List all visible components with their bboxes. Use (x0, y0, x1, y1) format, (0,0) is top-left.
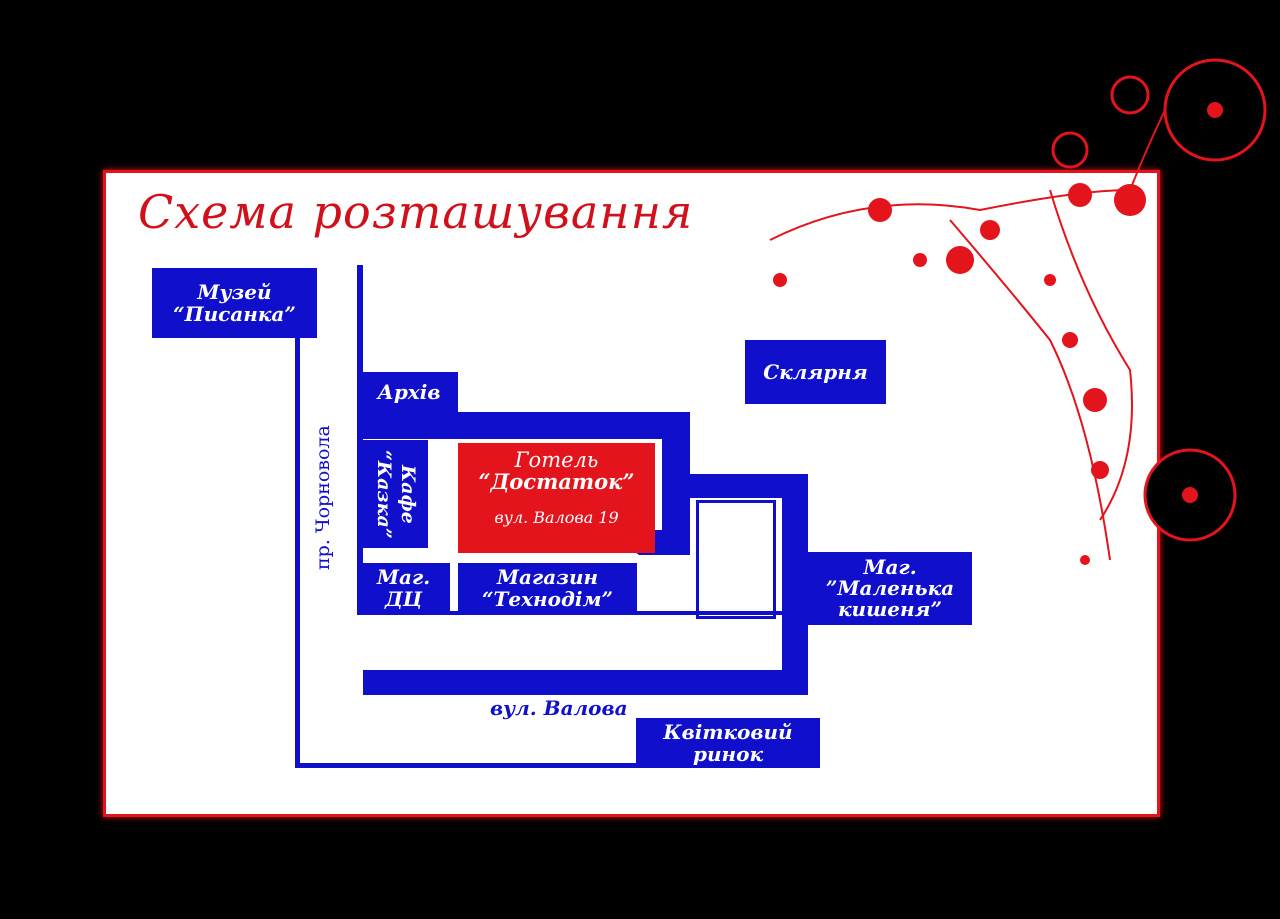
mag-dc-label-1: Маг. (376, 565, 431, 589)
hotel-dostatok: Готель “Достаток” вул. Валова 19 (458, 443, 655, 553)
technodim: Магазин “Технодім” (458, 563, 637, 613)
malenka-label-2: ”Маленька (825, 576, 955, 600)
street-chornovola-line (295, 338, 300, 768)
archive: Архів (360, 372, 458, 412)
mag-malenka-kyshenia: Маг. ”Маленька кишеня” (808, 552, 972, 625)
malenka-label-1: Маг. (863, 555, 917, 579)
road-far-right (782, 474, 808, 695)
flower-decoration (769, 58, 1267, 565)
sklyarnia-label: Склярня (763, 360, 868, 384)
mag-dc: Маг. ДЦ (357, 563, 450, 613)
technodim-label-1: Магазин (496, 565, 599, 589)
street-bottom-line (295, 763, 820, 768)
cafe-label: Кафе “Казка” (373, 449, 419, 539)
sklyarnia: Склярня (745, 340, 886, 404)
technodim-label-2: “Технодім” (482, 587, 613, 611)
market-label-1: Квітковий (663, 720, 793, 744)
museum-label-2: “Писанка” (173, 302, 296, 326)
street-thin-horizontal (357, 611, 782, 615)
hotel-name-2: “Достаток” (478, 469, 635, 494)
malenka-label-3: кишеня” (838, 597, 942, 621)
mag-dc-label-2: ДЦ (384, 587, 423, 611)
museum-label-1: Музей (197, 280, 272, 304)
street-label-valova: вул. Валова (490, 696, 628, 720)
road-top (358, 412, 690, 439)
flower-market: Квітковий ринок (636, 718, 820, 768)
market-label-2: ринок (693, 742, 763, 766)
hotel-name-1: Готель (514, 448, 599, 472)
archive-label: Архів (377, 380, 441, 404)
cafe-kazka: Кафе “Казка” (362, 440, 428, 548)
street-label-chornovola: пр. Чорновола (312, 425, 334, 570)
road-valova (363, 670, 808, 695)
museum-pysanka: Музей “Писанка” (152, 268, 317, 338)
hotel-address: вул. Валова 19 (494, 508, 619, 527)
building-outline (696, 500, 776, 619)
map-title: Схема розташування (138, 185, 694, 239)
street-inner-line (357, 265, 363, 615)
